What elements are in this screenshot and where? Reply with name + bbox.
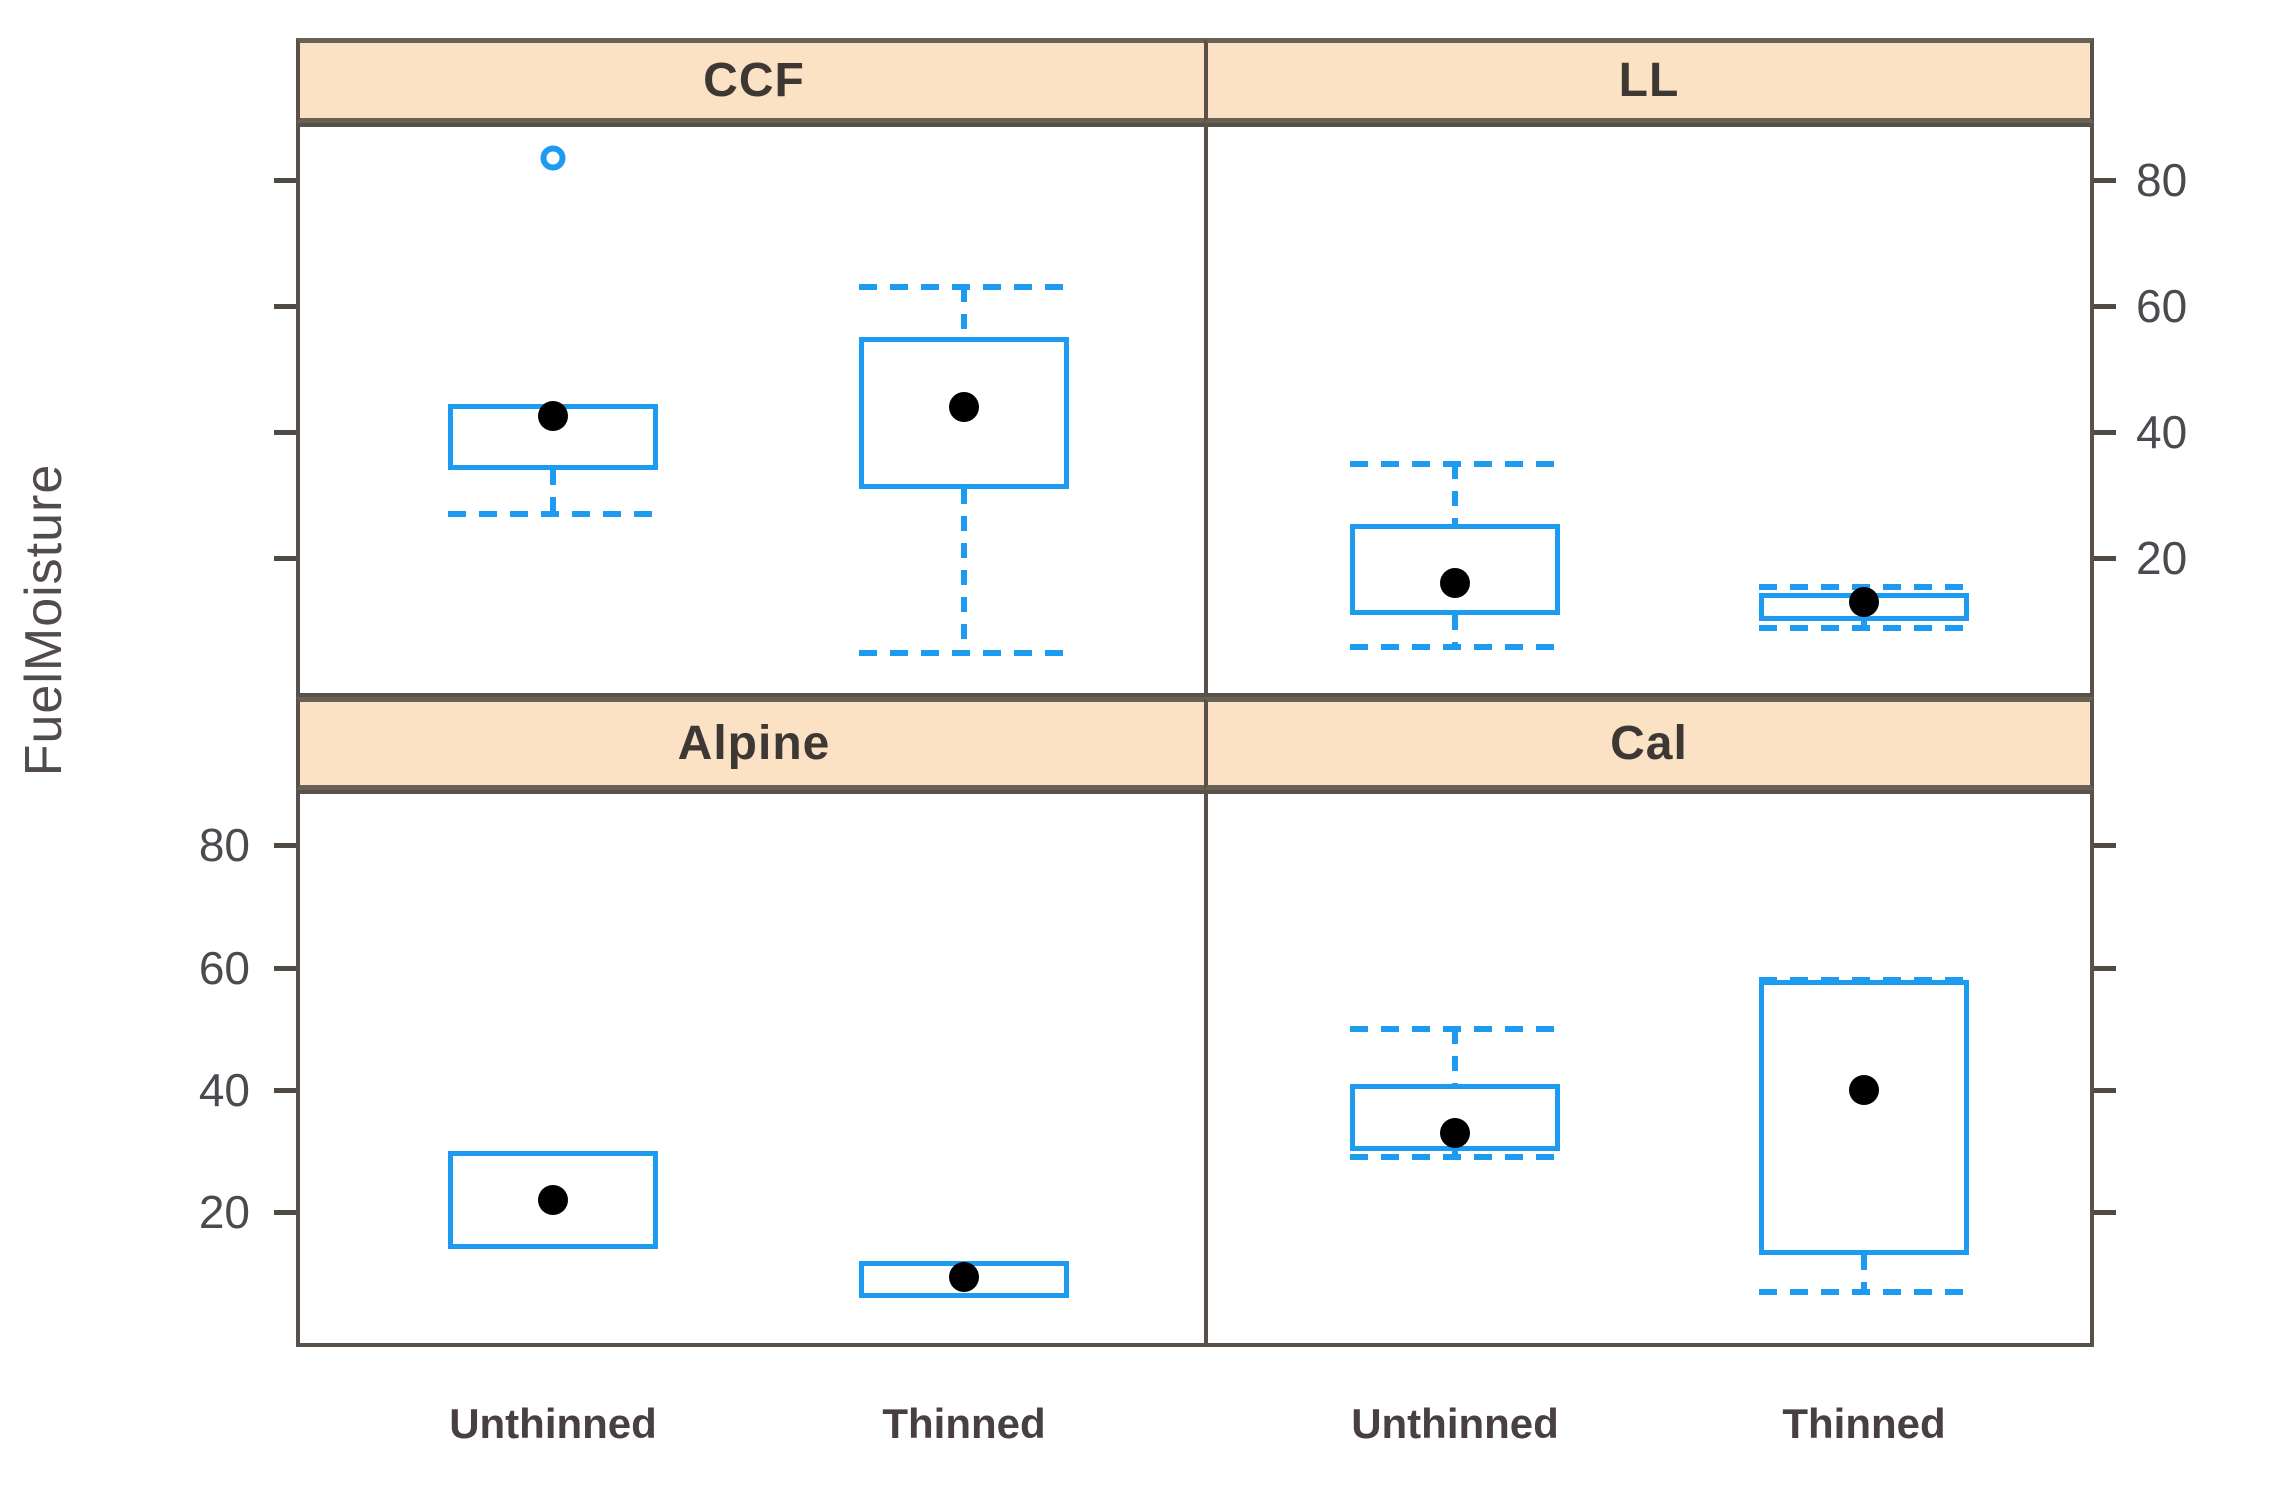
outlier-point (540, 145, 566, 171)
lower-whisker-stem (1452, 615, 1458, 647)
y-tick-right-bottom (2094, 843, 2116, 849)
y-tick-label-left: 60 (198, 941, 250, 994)
y-tick-label-left: 40 (198, 1063, 250, 1116)
lower-whisker-cap (448, 511, 658, 518)
y-tick-right-top (2094, 556, 2116, 562)
upper-whisker-stem (961, 287, 967, 338)
lower-whisker-stem (1452, 1151, 1458, 1158)
panel-Alpine (296, 790, 1212, 1347)
y-tick-label-left: 20 (198, 1186, 250, 1239)
x-category-label-right-Thinned: Thinned (1782, 1400, 1946, 1447)
y-tick-right-top (2094, 430, 2116, 436)
y-tick-left-bottom (274, 1087, 296, 1093)
median-dot (949, 391, 979, 422)
median-dot (538, 1185, 568, 1216)
strip-CCF: CCF (296, 38, 1212, 123)
boxplot-box-Cal-Thinned (1759, 979, 1969, 1256)
lower-whisker-stem (1861, 1255, 1867, 1292)
y-tick-label-right: 40 (2136, 406, 2188, 459)
strip-label-Cal: Cal (1610, 717, 1688, 770)
upper-whisker-stem (1452, 463, 1458, 524)
upper-whisker-stem (1452, 1028, 1458, 1084)
boxplot-box-LL-Unthinned (1350, 523, 1560, 615)
lower-whisker-cap (1350, 643, 1560, 650)
strip-Alpine: Alpine (296, 697, 1212, 790)
median-dot (1440, 568, 1470, 599)
median-dot (538, 401, 568, 432)
strip-label-LL: LL (1618, 54, 1680, 107)
strip-label-Alpine: Alpine (677, 717, 831, 770)
y-tick-label-right: 80 (2136, 153, 2188, 206)
y-tick-left-top (274, 430, 296, 436)
lower-whisker-cap (1350, 1154, 1560, 1161)
upper-whisker-cap (859, 284, 1069, 290)
strip-Cal: Cal (1204, 697, 2094, 790)
lower-whisker-cap (859, 649, 1069, 656)
y-tick-label-right: 20 (2136, 532, 2188, 585)
y-tick-left-top (274, 556, 296, 562)
x-category-label-left-Thinned: Thinned (882, 1400, 1046, 1447)
median-dot (1440, 1117, 1470, 1148)
y-tick-right-top (2094, 177, 2116, 183)
y-tick-right-bottom (2094, 1210, 2116, 1216)
y-tick-right-top (2094, 303, 2116, 309)
y-tick-left-bottom (274, 843, 296, 849)
panel-CCF (296, 123, 1212, 697)
y-tick-right-bottom (2094, 1087, 2116, 1093)
boxplot-box-Alpine-Unthinned (448, 1151, 658, 1250)
x-category-label-left-Unthinned: Unthinned (449, 1400, 657, 1447)
y-tick-left-bottom (274, 1210, 296, 1216)
x-category-label-right-Unthinned: Unthinned (1351, 1400, 1559, 1447)
median-dot (1849, 587, 1879, 618)
y-tick-left-top (274, 303, 296, 309)
lower-whisker-stem (961, 488, 967, 653)
boxplot-box-Cal-Unthinned (1350, 1083, 1560, 1152)
lower-whisker-stem (550, 469, 556, 515)
lower-whisker-cap (1759, 1288, 1969, 1295)
upper-whisker-cap (1759, 583, 1969, 590)
y-tick-left-top (274, 177, 296, 183)
boxplot-box-CCF-Thinned (859, 337, 1069, 489)
strip-LL: LL (1204, 38, 2094, 123)
median-dot (1849, 1074, 1879, 1105)
y-tick-label-right: 60 (2136, 279, 2188, 332)
y-tick-label-left: 80 (198, 819, 250, 872)
upper-whisker-cap (1350, 1025, 1560, 1032)
lower-whisker-stem (1861, 621, 1867, 628)
y-tick-left-bottom (274, 965, 296, 971)
strip-label-CCF: CCF (703, 54, 805, 107)
upper-whisker-cap (1350, 460, 1560, 467)
lower-whisker-cap (1759, 624, 1969, 631)
y-tick-right-bottom (2094, 965, 2116, 971)
y-axis-title: FuelMoisture (15, 463, 73, 777)
median-dot (949, 1261, 979, 1292)
